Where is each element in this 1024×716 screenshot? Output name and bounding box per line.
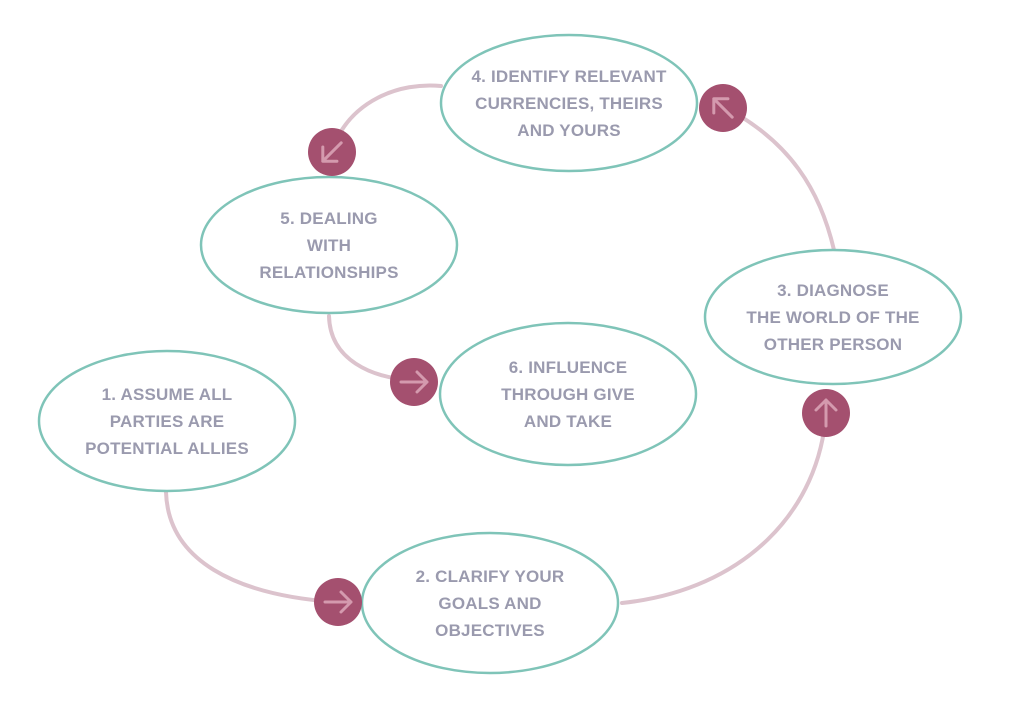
connector-step-2-to-step-3: [620, 410, 828, 605]
step-4-label-line-2: CURRENCIES, THEIRS: [475, 94, 663, 113]
step-4-ellipse: [439, 33, 699, 173]
arrow-down-left-badge: [308, 128, 356, 176]
step-5-node: 5. DEALING WITH RELATIONSHIPS: [199, 175, 459, 315]
step-5-label-line-1: 5. DEALING: [280, 209, 377, 228]
arrow-right-badge: [314, 578, 362, 626]
step-3-label-line-3: OTHER PERSON: [764, 335, 902, 354]
step-2-label-line-3: OBJECTIVES: [435, 621, 545, 640]
step-6-ellipse: [438, 321, 698, 467]
step-1-node: 1. ASSUME ALL PARTIES ARE POTENTIAL ALLIES: [37, 349, 297, 493]
step-2-label-line-1: 2. CLARIFY YOUR: [416, 567, 565, 586]
nodes: 1. ASSUME ALL PARTIES ARE POTENTIAL ALLIES…: [37, 33, 963, 675]
connector-step-3-to-step-4: [724, 106, 836, 252]
step-5-ellipse: [199, 175, 459, 315]
step-1-label-line-1: 1. ASSUME ALL: [102, 385, 233, 404]
step-3-label-line-2: THE WORLD OF THE: [746, 308, 919, 327]
step-1-label-line-2: PARTIES ARE: [110, 412, 225, 431]
arrow-right-icon: [399, 370, 429, 394]
arrow-up-badge: [802, 389, 850, 437]
arrow-badges: [308, 84, 850, 626]
step-2-label-line-2: GOALS AND: [438, 594, 541, 613]
step-6-node: 6. INFLUENCE THROUGH GIVE AND TAKE: [438, 321, 698, 467]
step-4-label-line-1: 4. IDENTIFY RELEVANT: [471, 67, 667, 86]
step-2-ellipse: [360, 531, 620, 675]
step-3-node: 3. DIAGNOSE THE WORLD OF THE OTHER PERSON: [703, 248, 963, 386]
step-1-label-line-3: POTENTIAL ALLIES: [85, 439, 249, 458]
arrow-up-left-icon: [712, 97, 734, 119]
step-2-node: 2. CLARIFY YOUR GOALS AND OBJECTIVES: [360, 531, 620, 675]
step-1-ellipse: [37, 349, 297, 493]
connector-step-1-to-step-2: [164, 490, 337, 604]
step-3-ellipse: [703, 248, 963, 386]
step-6-label-line-3: AND TAKE: [524, 412, 612, 431]
step-5-label-line-2: WITH: [307, 236, 351, 255]
arrow-right-icon: [323, 590, 353, 614]
step-6-label-line-1: 6. INFLUENCE: [509, 358, 628, 377]
step-4-label-line-3: AND YOURS: [517, 121, 621, 140]
arrow-up-left-badge: [699, 84, 747, 132]
step-5-label-line-3: RELATIONSHIPS: [259, 263, 398, 282]
arrow-right-badge: [390, 358, 438, 406]
connectors: [164, 83, 836, 605]
step-4-node: 4. IDENTIFY RELEVANT CURRENCIES, THEIRS AN…: [439, 33, 699, 173]
arrow-up-icon: [814, 398, 838, 428]
step-6-label-line-2: THROUGH GIVE: [501, 385, 635, 404]
arrow-down-left-icon: [321, 141, 343, 163]
step-3-label-line-1: 3. DIAGNOSE: [777, 281, 889, 300]
